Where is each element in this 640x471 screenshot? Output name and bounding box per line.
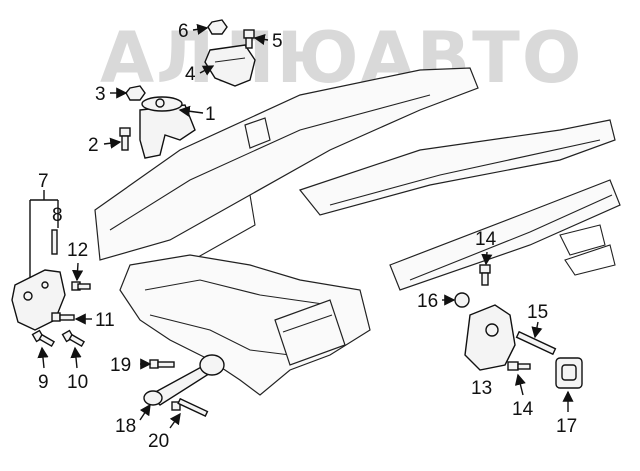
part-18-torque-rod bbox=[143, 354, 225, 406]
part-20-bolt bbox=[171, 397, 209, 417]
leader-15 bbox=[531, 321, 543, 339]
callout-17: 17 bbox=[556, 416, 577, 437]
part-14-bolt-lower bbox=[507, 361, 531, 371]
leader-7 bbox=[29, 190, 59, 278]
part-16-nut bbox=[454, 292, 470, 308]
leader-lines bbox=[29, 23, 574, 429]
leader-5 bbox=[253, 33, 269, 46]
watermark-text: АЛЛЮАВТО bbox=[100, 17, 583, 99]
part-5-bolt bbox=[243, 29, 255, 49]
part-8-stud bbox=[51, 229, 58, 255]
leader-18 bbox=[139, 403, 151, 421]
part-12-bolt bbox=[71, 281, 91, 291]
leader-9 bbox=[37, 346, 49, 369]
callout-18: 18 bbox=[115, 416, 136, 437]
callout-4: 4 bbox=[185, 64, 196, 85]
part-14-bolt-upper bbox=[479, 264, 491, 286]
leader-14-lower bbox=[514, 373, 526, 396]
callout-13: 13 bbox=[471, 378, 492, 399]
callout-6: 6 bbox=[178, 21, 189, 42]
leader-20 bbox=[169, 412, 181, 429]
callout-14-lower: 14 bbox=[512, 399, 534, 420]
part-13-rear-mount bbox=[464, 304, 516, 371]
callout-9: 9 bbox=[38, 372, 49, 393]
leader-14-upper bbox=[481, 251, 493, 266]
callout-12: 12 bbox=[67, 240, 88, 261]
leader-2 bbox=[103, 137, 122, 149]
callout-19: 19 bbox=[110, 355, 131, 376]
leader-10 bbox=[70, 346, 82, 369]
leader-12 bbox=[71, 262, 84, 282]
callout-5: 5 bbox=[272, 31, 283, 52]
part-9-bolt bbox=[31, 329, 56, 348]
callout-10: 10 bbox=[67, 372, 88, 393]
callout-7: 7 bbox=[38, 171, 49, 192]
leader-6 bbox=[192, 23, 209, 35]
part-1-engine-mount bbox=[139, 96, 196, 159]
callout-3: 3 bbox=[95, 84, 106, 105]
part-10-bolt bbox=[61, 329, 86, 348]
callout-20: 20 bbox=[148, 431, 169, 452]
callout-labels: 1 2 3 4 5 6 7 8 9 10 11 12 13 14 14 15 1… bbox=[38, 21, 577, 452]
callout-11: 11 bbox=[95, 310, 115, 331]
callout-15: 15 bbox=[527, 302, 548, 323]
part-17-pad bbox=[555, 357, 583, 389]
leader-1 bbox=[178, 105, 204, 117]
part-15-bolt bbox=[515, 330, 557, 356]
part-2-bolt bbox=[119, 127, 131, 151]
subframe bbox=[94, 67, 621, 396]
callout-8: 8 bbox=[52, 205, 63, 226]
callout-14-upper: 14 bbox=[475, 229, 497, 250]
leader-4 bbox=[199, 65, 215, 76]
watermark-logo: АЛЛЮАВТО bbox=[100, 17, 583, 99]
callout-1: 1 bbox=[205, 104, 216, 125]
callout-2: 2 bbox=[88, 135, 99, 156]
part-11-bolt bbox=[51, 312, 75, 322]
callout-16: 16 bbox=[417, 291, 438, 312]
part-19-bolt bbox=[149, 359, 175, 369]
